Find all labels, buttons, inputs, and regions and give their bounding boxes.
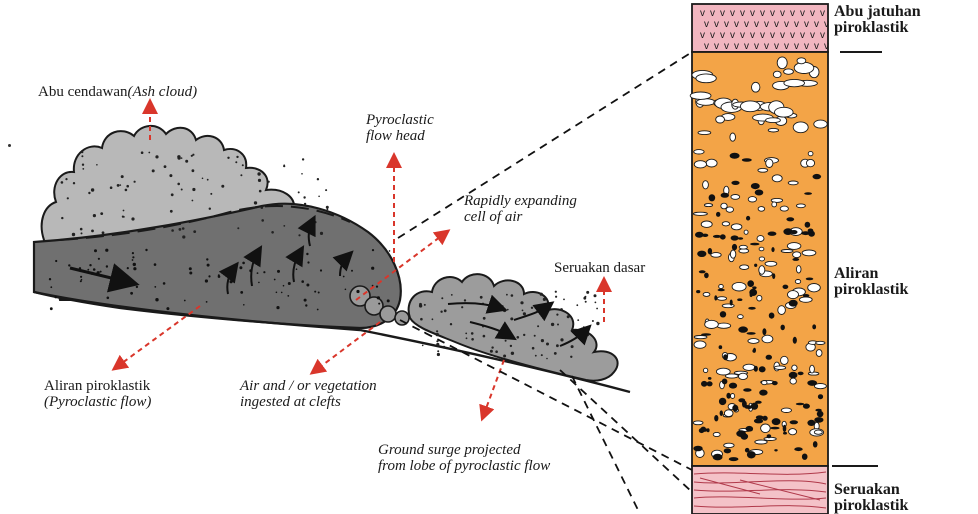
svg-text:v: v xyxy=(820,30,825,41)
svg-text:v: v xyxy=(764,19,769,30)
stray-mark xyxy=(8,144,11,147)
svg-text:v: v xyxy=(774,19,779,30)
ground-line-lower xyxy=(359,328,631,394)
label-ground-surge: Ground surge projected from lobe of pyro… xyxy=(378,442,551,474)
label-air-ingested: Air and / or vegetation ingested at clef… xyxy=(240,378,377,410)
svg-text:v: v xyxy=(740,30,745,41)
svg-text:v: v xyxy=(804,19,809,30)
label-expanding-cell: Rapidly expanding cell of air xyxy=(464,193,577,225)
svg-text:v: v xyxy=(710,8,715,19)
svg-text:v: v xyxy=(734,41,739,52)
svg-text:v: v xyxy=(784,41,789,52)
svg-text:v: v xyxy=(714,19,719,30)
label-base-surge: Seruakan dasar xyxy=(554,260,646,276)
label-pointers xyxy=(111,98,612,422)
svg-text:v: v xyxy=(814,19,819,30)
svg-text:v: v xyxy=(784,19,789,30)
label-ash-cloud: Abu cendawan(Ash cloud) xyxy=(38,84,198,100)
svg-text:v: v xyxy=(824,41,829,52)
svg-text:v: v xyxy=(700,30,705,41)
svg-text:v: v xyxy=(790,8,795,19)
svg-text:v: v xyxy=(800,30,805,41)
flow-arrows xyxy=(69,214,592,347)
svg-text:v: v xyxy=(750,8,755,19)
label-pyroclastic-flow: Aliran piroklastik (Pyroclastic flow) xyxy=(44,378,152,410)
flow-cloud-boundary xyxy=(59,205,351,241)
svg-text:v: v xyxy=(710,30,715,41)
svg-text:v: v xyxy=(714,41,719,52)
svg-text:v: v xyxy=(700,8,705,19)
svg-text:v: v xyxy=(740,8,745,19)
svg-text:v: v xyxy=(810,8,815,19)
svg-text:v: v xyxy=(730,30,735,41)
svg-text:v: v xyxy=(814,41,819,52)
svg-text:v: v xyxy=(770,8,775,19)
svg-text:v: v xyxy=(760,8,765,19)
cleft-puffs xyxy=(349,285,410,326)
svg-text:v: v xyxy=(734,19,739,30)
svg-text:v: v xyxy=(730,8,735,19)
svg-text:v: v xyxy=(800,8,805,19)
svg-text:v: v xyxy=(754,19,759,30)
svg-text:v: v xyxy=(804,41,809,52)
flow-clasts xyxy=(689,56,828,462)
svg-text:v: v xyxy=(774,41,779,52)
svg-text:v: v xyxy=(794,19,799,30)
column-label-ash-fall: Abu jatuhan piroklastik xyxy=(834,3,921,36)
svg-text:v: v xyxy=(790,30,795,41)
ground-line-upper xyxy=(33,290,361,332)
svg-text:v: v xyxy=(770,30,775,41)
ground-surge-lobe xyxy=(407,273,619,382)
surge-laminations xyxy=(693,471,827,509)
svg-text:v: v xyxy=(780,8,785,19)
svg-text:v: v xyxy=(760,30,765,41)
svg-text:v: v xyxy=(724,41,729,52)
svg-text:v: v xyxy=(744,41,749,52)
svg-text:v: v xyxy=(704,41,709,52)
svg-text:v: v xyxy=(794,41,799,52)
svg-text:v: v xyxy=(754,41,759,52)
layer-ash-fall xyxy=(691,3,829,53)
svg-text:v: v xyxy=(720,8,725,19)
svg-text:v: v xyxy=(780,30,785,41)
svg-text:v: v xyxy=(750,30,755,41)
label-flow-head: Pyroclastic flow head xyxy=(366,112,434,144)
svg-text:v: v xyxy=(720,30,725,41)
svg-text:v: v xyxy=(704,19,709,30)
svg-text:v: v xyxy=(744,19,749,30)
svg-text:v: v xyxy=(724,19,729,30)
column-label-flow: Aliran piroklastik xyxy=(834,265,909,298)
svg-text:v: v xyxy=(764,41,769,52)
column-label-surge: Seruakan piroklastik xyxy=(834,481,909,514)
svg-text:v: v xyxy=(824,19,829,30)
svg-text:v: v xyxy=(820,8,825,19)
svg-text:v: v xyxy=(810,30,815,41)
column-lead-lines xyxy=(397,51,693,514)
